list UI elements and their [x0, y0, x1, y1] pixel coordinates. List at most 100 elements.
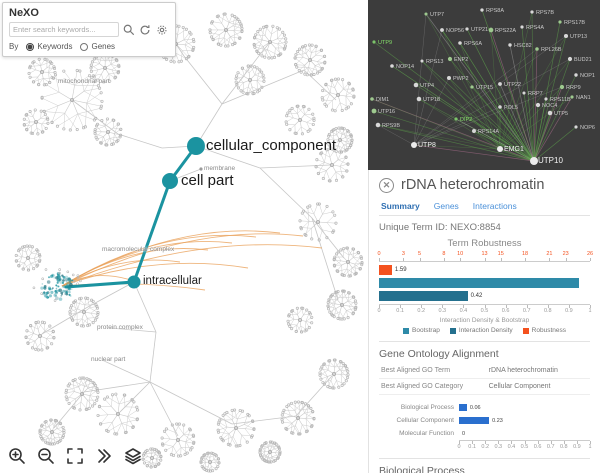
gene-node[interactable]	[420, 59, 424, 63]
gene-node-label[interactable]: ENP2	[454, 57, 468, 63]
zoom-in-button[interactable]	[4, 443, 30, 469]
gene-node-label[interactable]: RPS9B	[382, 123, 400, 129]
gene-node-label[interactable]: PWP2	[453, 76, 469, 82]
ontology-node-cell_part[interactable]	[162, 173, 178, 189]
gene-node[interactable]	[480, 8, 484, 12]
gene-node[interactable]	[390, 64, 394, 68]
gene-node-label[interactable]: UTP13	[570, 34, 587, 40]
gene-node[interactable]	[372, 40, 376, 44]
gene-node-label[interactable]: RRP7	[528, 91, 543, 97]
gene-node-label[interactable]: RPS17B	[564, 20, 585, 26]
gene-node[interactable]	[424, 12, 428, 16]
gene-node-label[interactable]: RPS13	[426, 59, 443, 65]
gene-node[interactable]	[508, 43, 512, 47]
gene-network-canvas[interactable]: UTP7 RPS8A RPS7B RPS17B NOP56 UTP21 RPS22A RPS4…	[368, 0, 600, 170]
layers-button[interactable]	[120, 443, 146, 469]
ontology-node-intracellular[interactable]	[127, 275, 141, 289]
gene-node[interactable]	[458, 41, 462, 45]
gene-node[interactable]	[370, 97, 374, 101]
gene-node-label[interactable]: DIP2	[460, 117, 472, 123]
gene-node-label[interactable]: UTP22	[504, 82, 521, 88]
tab-genes[interactable]: Genes	[433, 201, 459, 211]
gene-node[interactable]	[472, 129, 476, 133]
gene-node[interactable]	[547, 110, 553, 116]
gene-node-label[interactable]: NOP6	[580, 125, 595, 131]
gene-node-label[interactable]: RPS7B	[536, 10, 554, 16]
gene-node[interactable]	[530, 157, 538, 165]
gene-node-label[interactable]: RPS6A	[464, 41, 482, 47]
ontology-node-label-cell_part[interactable]: cell part	[181, 172, 234, 189]
fit-to-screen-button[interactable]	[62, 443, 88, 469]
gene-node-label[interactable]: DIM1	[376, 97, 389, 103]
gene-node[interactable]	[470, 85, 474, 89]
gene-node-label[interactable]: POL5	[504, 105, 518, 111]
gene-node[interactable]	[416, 96, 422, 102]
gene-node[interactable]	[498, 105, 502, 109]
gene-node[interactable]	[558, 20, 562, 24]
gene-node-label[interactable]: UTP8	[418, 142, 436, 149]
gene-node-label[interactable]: RPS8A	[486, 8, 504, 14]
gene-node-label[interactable]: UTP10	[538, 156, 563, 165]
gene-node-label[interactable]: UTP21	[471, 27, 488, 33]
gene-node[interactable]	[522, 91, 526, 95]
tab-summary[interactable]: Summary	[381, 201, 420, 211]
gene-network-panel[interactable]: UTP7 RPS8A RPS7B RPS17B NOP56 UTP21 RPS22A RPS4…	[368, 0, 600, 170]
gene-node-label[interactable]: UTP16	[378, 109, 395, 115]
gene-node-label[interactable]: RPS11B	[550, 97, 571, 103]
gene-node[interactable]	[497, 146, 503, 152]
gene-node[interactable]	[375, 122, 381, 128]
gene-node-label[interactable]: BUD21	[574, 57, 592, 63]
gene-node-label[interactable]: RPL26B	[541, 47, 562, 53]
gene-node-label[interactable]: NAN1	[576, 95, 591, 101]
gene-node-label[interactable]: RPS4A	[526, 25, 544, 31]
gene-node-label[interactable]: RPS22A	[495, 28, 516, 34]
ontology-minor-label[interactable]: macromolecular complex	[102, 246, 175, 253]
gene-node[interactable]	[535, 47, 539, 51]
ontology-minor-label[interactable]: protein complex	[97, 324, 143, 331]
gene-node[interactable]	[574, 125, 578, 129]
zoom-out-button[interactable]	[33, 443, 59, 469]
gene-node-label[interactable]: NOP14	[396, 64, 414, 70]
search-icon[interactable]	[122, 23, 136, 37]
gene-node-label[interactable]: NOC4	[542, 103, 557, 109]
expand-levels-button[interactable]	[91, 443, 117, 469]
gene-node-label[interactable]: UTP7	[430, 12, 444, 18]
gene-node[interactable]	[411, 142, 417, 148]
gene-node[interactable]	[446, 75, 452, 81]
gene-node-label[interactable]: HSC82	[514, 43, 532, 49]
gene-node[interactable]	[371, 108, 377, 114]
radio-keywords[interactable]: Keywords	[26, 42, 72, 51]
gene-node[interactable]	[488, 27, 494, 33]
radio-keywords-input[interactable]	[26, 42, 35, 51]
gene-node-label[interactable]: UTP5	[554, 111, 568, 117]
gene-node[interactable]	[535, 102, 541, 108]
gene-node-label[interactable]: EMG1	[504, 146, 524, 153]
gene-node[interactable]	[574, 73, 578, 77]
settings-icon[interactable]	[155, 23, 169, 37]
tab-interactions[interactable]: Interactions	[472, 201, 517, 211]
search-input[interactable]	[9, 22, 119, 37]
gene-node[interactable]	[498, 82, 502, 86]
gene-node[interactable]	[563, 33, 569, 39]
gene-node[interactable]	[465, 27, 469, 31]
gene-node-label[interactable]: NOP56	[446, 28, 464, 34]
gene-node[interactable]	[440, 28, 444, 32]
close-icon[interactable]: ✕	[379, 177, 394, 193]
gene-node[interactable]	[413, 82, 419, 88]
gene-node-label[interactable]: UTP18	[423, 97, 440, 103]
gene-node[interactable]	[447, 56, 453, 62]
refresh-icon[interactable]	[139, 23, 153, 37]
ontology-node-label-intracellular[interactable]: intracellular	[143, 275, 202, 287]
ontology-tree-canvas[interactable]	[0, 0, 368, 473]
ontology-minor-label[interactable]: mitochondrial part	[58, 78, 110, 85]
gene-node-label[interactable]: RRP9	[566, 85, 581, 91]
ontology-node-label-cellular_component[interactable]: cellular_component	[206, 137, 337, 154]
ontology-minor-label[interactable]: nuclear part	[91, 356, 126, 363]
radio-genes[interactable]: Genes	[80, 42, 115, 51]
gene-node-label[interactable]: NOP1	[580, 73, 595, 79]
gene-node[interactable]	[530, 10, 534, 14]
ontology-minor-label[interactable]: membrane	[204, 165, 236, 172]
gene-node[interactable]	[454, 117, 458, 121]
ontology-node-cellular_component[interactable]	[187, 137, 205, 155]
